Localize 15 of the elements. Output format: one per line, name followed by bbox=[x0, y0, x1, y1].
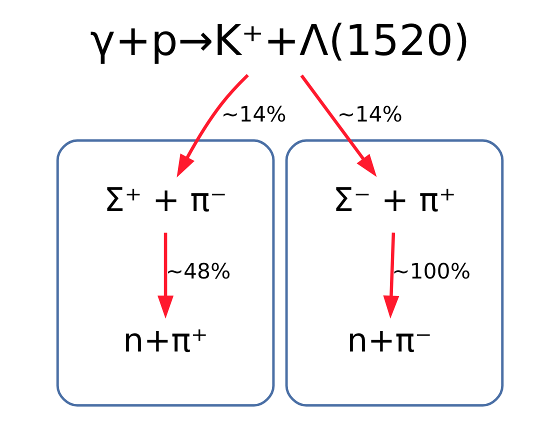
edge-label: ~14% bbox=[337, 102, 402, 128]
cluster bbox=[56, 139, 275, 407]
node-text: n+π⁺ bbox=[123, 321, 208, 360]
edge-label: ~14% bbox=[221, 102, 286, 128]
node-text: n+π⁻ bbox=[347, 321, 432, 360]
arrow bbox=[300, 74, 377, 178]
arrow bbox=[176, 74, 249, 178]
cluster bbox=[285, 139, 504, 407]
arrow bbox=[383, 232, 400, 319]
arrow bbox=[158, 232, 174, 319]
node-text: Σ⁺ + π⁻ bbox=[104, 180, 228, 219]
edge-label: ~48% bbox=[166, 259, 231, 284]
node-text: γ+p→K⁺+Λ(1520) bbox=[90, 17, 470, 66]
edge-label: ~100% bbox=[392, 259, 471, 284]
node-text: Σ⁻ + π⁺ bbox=[332, 180, 456, 219]
